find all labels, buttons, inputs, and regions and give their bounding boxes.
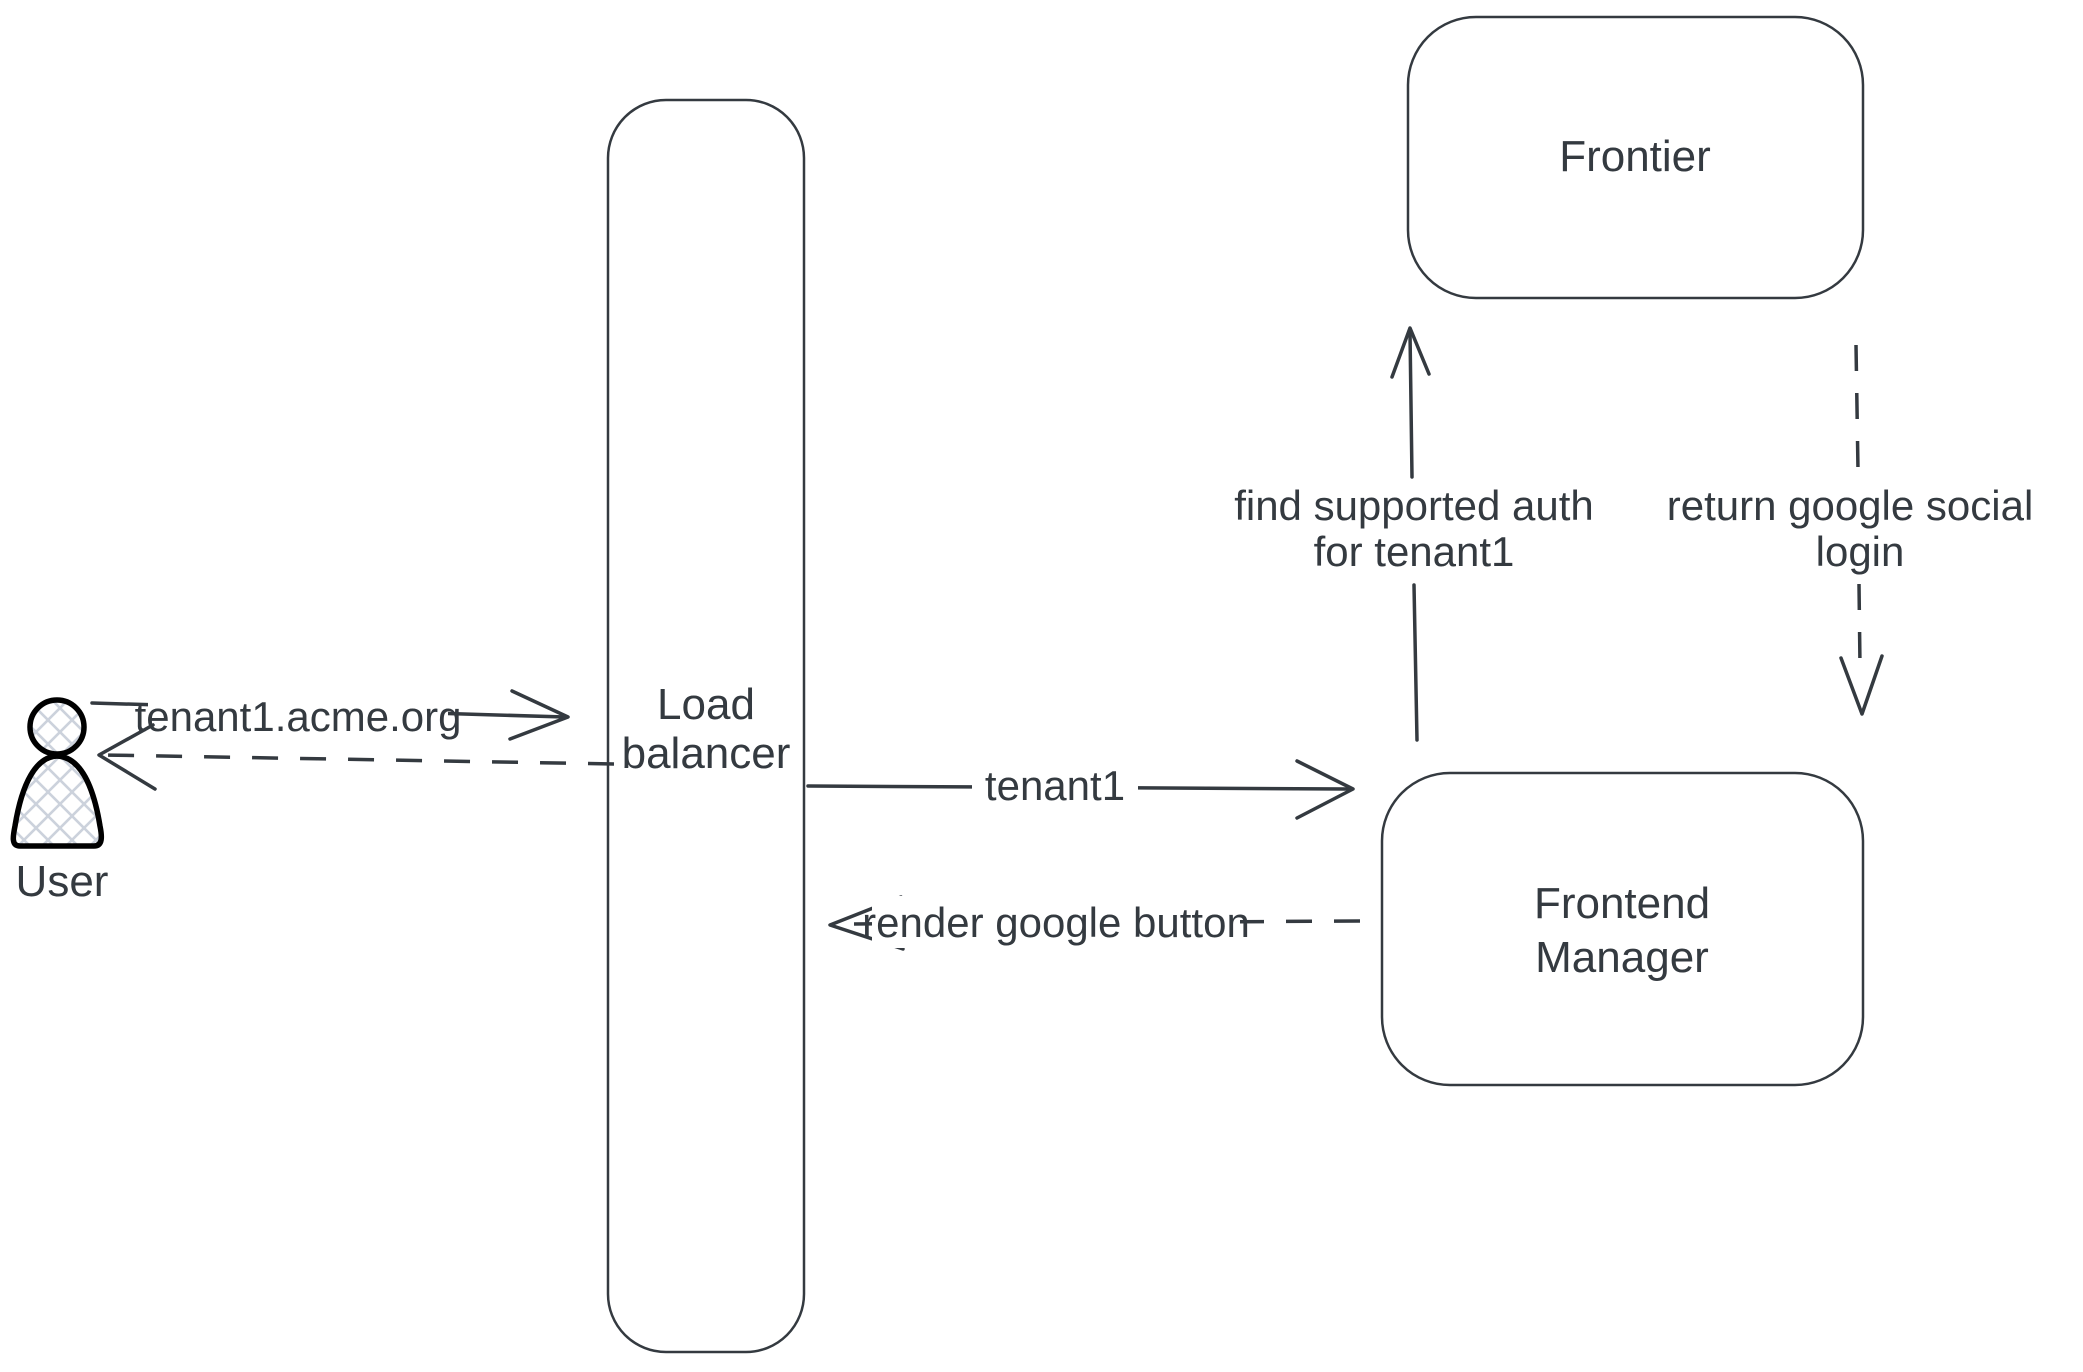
edge-label-background: [872, 896, 1240, 948]
edge-label-background: [972, 760, 1138, 810]
edge-label-line2: for tenant1: [1314, 528, 1515, 575]
edge-load-balancer-to-user: [97, 723, 615, 791]
edge-label-line1: find supported auth: [1234, 482, 1594, 529]
person-icon-head: [27, 697, 87, 757]
frontend-manager-label-line2: Manager: [1535, 933, 1709, 982]
frontend-manager-node: Frontend Manager: [1380, 771, 1865, 1087]
arrowhead-down-icon: [1839, 654, 1884, 716]
edge-label-background: [148, 690, 448, 740]
edge-user-to-load-balancer: tenant1.acme.org: [90, 689, 570, 741]
frontier-node: Frontier: [1406, 15, 1865, 300]
arrowhead-left-icon: [97, 723, 157, 791]
arrow-dashed-line: [1854, 344, 1860, 471]
arrow-line: [1408, 330, 1414, 479]
edge-label: tenant1.acme.org: [135, 693, 462, 740]
load-balancer-node: Load balancer: [606, 98, 806, 1354]
arrow-line: [1412, 583, 1419, 742]
edge-frontend-manager-to-frontier: find supported auth for tenant1: [1234, 326, 1594, 742]
user-node: User: [10, 697, 109, 906]
arrow-dashed-line: [1857, 583, 1862, 667]
edge-load-balancer-to-frontend-manager: tenant1: [806, 759, 1355, 820]
frontier-box: [1406, 15, 1865, 300]
arrowhead-right-icon: [1295, 759, 1355, 820]
person-icon: [10, 697, 105, 849]
arrowhead-right-icon: [508, 689, 570, 741]
load-balancer-label-line2: balancer: [622, 729, 791, 778]
load-balancer-label-line1: Load: [657, 680, 755, 729]
user-label: User: [16, 857, 109, 906]
load-balancer-box: [606, 98, 806, 1354]
edge-frontier-to-frontend-manager: return google social login: [1667, 344, 2034, 716]
frontend-manager-box: [1380, 771, 1865, 1087]
arrowhead-up-icon: [1390, 326, 1431, 379]
edge-frontend-manager-to-load-balancer: render google button: [828, 895, 1361, 951]
arrow-dashed-line: [103, 753, 615, 766]
edge-label-line2: login: [1816, 528, 1905, 575]
edge-label-line1: return google social: [1667, 482, 2034, 529]
edge-label: render google button: [862, 899, 1250, 946]
edge-label: tenant1: [985, 762, 1125, 809]
frontend-manager-label-line1: Frontend: [1534, 879, 1710, 928]
frontier-label: Frontier: [1559, 132, 1711, 181]
person-icon-body: [10, 753, 105, 849]
